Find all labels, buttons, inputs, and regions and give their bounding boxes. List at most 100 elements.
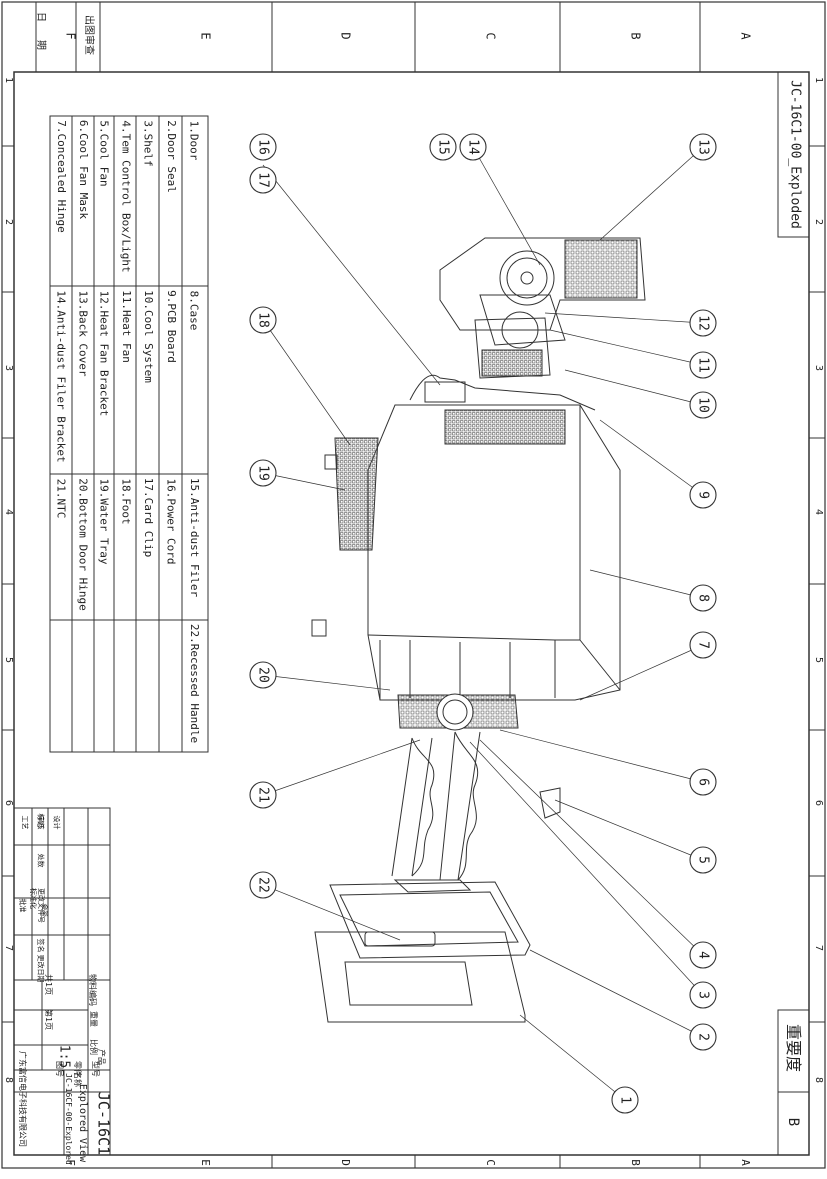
callout-18: 18 (249, 306, 277, 334)
parts-list-item: 7.Concealed Hinge (54, 120, 68, 233)
grid-number-right: 7 (813, 944, 825, 952)
svg-text:21: 21 (256, 787, 271, 803)
parts-list-item: 8.Case (187, 290, 201, 330)
tb-product-label: 产品 (97, 1049, 106, 1065)
tb-role: 工艺 (20, 815, 29, 829)
parts-list-item: 11.Heat Fan (119, 290, 133, 363)
parts-list-item: 9.PCB Board (164, 290, 178, 363)
grid-letter-bottom: C (483, 1158, 497, 1166)
callout-21: 21 (249, 781, 277, 809)
tb-scale-value: 1:5 (56, 1044, 72, 1069)
grid-number-left: 1 (3, 76, 15, 84)
grid-letter-top: C (483, 32, 498, 40)
callout-11: 11 (689, 351, 717, 379)
tb-company: 广东富信电子科技有限公司 (18, 1051, 27, 1147)
svg-text:9: 9 (696, 491, 711, 499)
tb-rev-header: 更改日期 (36, 954, 45, 982)
parts-list-item: 5.Cool Fan (97, 119, 111, 187)
callout-5: 5 (689, 846, 717, 874)
grid-letter-top: F (63, 32, 78, 40)
callout-4: 4 (689, 941, 717, 969)
grid-number-right: 1 (813, 76, 825, 84)
callout-3: 3 (689, 981, 717, 1009)
grid-number-right: 2 (813, 218, 825, 226)
importance-grade: B (785, 1117, 801, 1127)
tb-role: 审核 (36, 815, 45, 829)
tb-rev-header: 处数 (36, 853, 45, 867)
tb-scale-label: 比例 (89, 1039, 98, 1055)
callout-17: 17 (249, 166, 277, 194)
svg-text:7: 7 (696, 641, 711, 649)
callout-8: 8 (689, 584, 717, 612)
grid-number-left: 4 (3, 508, 15, 516)
parts-list-item: 17.Card Clip (141, 477, 155, 558)
grid-number-right: 4 (813, 508, 825, 516)
parts-list-item: 20.Bottom Door Hinge (76, 477, 90, 611)
grid-number-left: 3 (3, 364, 15, 372)
tb-material-label: 物料编码 (88, 974, 97, 1006)
svg-text:2: 2 (696, 1033, 711, 1041)
left-strip-approval: 出图审查 (83, 15, 94, 55)
callout-10: 10 (689, 391, 717, 419)
grid-number-left: 8 (3, 1076, 15, 1084)
tb-rev-header: 签名 (36, 938, 45, 952)
parts-list-item: 16.Power Cord (164, 477, 178, 565)
grid-number-right: 5 (813, 656, 825, 664)
callout-12: 12 (689, 309, 717, 337)
svg-text:14: 14 (466, 139, 481, 155)
grid-letter-top: E (198, 32, 213, 40)
callout-2: 2 (689, 1023, 717, 1051)
tb-role: 设计 (52, 815, 61, 829)
parts-list-item: 22.Recessed Handle (187, 623, 201, 744)
parts-list-item: 6.Cool Fan Mask (76, 119, 90, 220)
svg-text:22: 22 (256, 877, 271, 893)
svg-text:17: 17 (256, 172, 271, 188)
grid-number-left: 2 (3, 218, 15, 226)
callout-22: 22 (249, 871, 277, 899)
left-strip-date-a: 日 (35, 12, 46, 22)
svg-text:15: 15 (436, 139, 451, 155)
svg-text:4: 4 (696, 951, 711, 959)
svg-text:10: 10 (696, 397, 711, 413)
svg-text:8: 8 (696, 594, 711, 602)
tb-sheets-label: 共1页 (44, 974, 53, 996)
parts-list-item: 21.NTC (54, 478, 68, 518)
parts-list-item: 13.Back Cover (76, 289, 90, 377)
tb-role: 批准 (18, 898, 27, 912)
tb-name-value: Explored View (77, 1083, 88, 1163)
parts-list-item: 15.Anti-dust Filer (187, 477, 201, 598)
grid-letters-top (271, 2, 701, 1168)
inner-frame (13, 71, 810, 1156)
grid-number-right: 6 (813, 799, 825, 807)
tb-role: 会签 (40, 903, 49, 917)
parts-list-item: 1.Door (187, 120, 201, 160)
callout-14: 14 (459, 133, 487, 161)
callout-7: 7 (689, 631, 717, 659)
grid-number-left: 5 (3, 656, 15, 664)
importance-label: 重要度 (784, 1023, 803, 1072)
svg-text:13: 13 (696, 139, 711, 155)
tb-model-value: JC-16C1 (94, 1091, 113, 1156)
parts-list-item: 4.Tem Control Box/Light (119, 119, 133, 273)
tb-weight-label: 重量 (89, 1011, 98, 1027)
drawing-number: JC-16C1-00_Exploded (787, 80, 803, 229)
title-block-frame (13, 807, 111, 1156)
svg-text:1: 1 (618, 1096, 633, 1104)
parts-list-item: 2.Door Seal (164, 120, 178, 193)
svg-text:5: 5 (696, 856, 711, 864)
callout-9: 9 (689, 481, 717, 509)
tb-role: 标准化 (28, 887, 37, 909)
grid-letter-bottom: A (738, 1158, 752, 1166)
svg-text:3: 3 (696, 991, 711, 999)
tb-sheet-label: 第1页 (44, 1009, 53, 1031)
callout-15: 15 (429, 133, 457, 161)
parts-list-item: 12.Heat Fan Bracket (97, 290, 111, 416)
grid-ticks-side (2, 145, 825, 1023)
svg-text:16: 16 (256, 139, 271, 155)
svg-text:20: 20 (256, 667, 271, 683)
callout-6: 6 (689, 768, 717, 796)
